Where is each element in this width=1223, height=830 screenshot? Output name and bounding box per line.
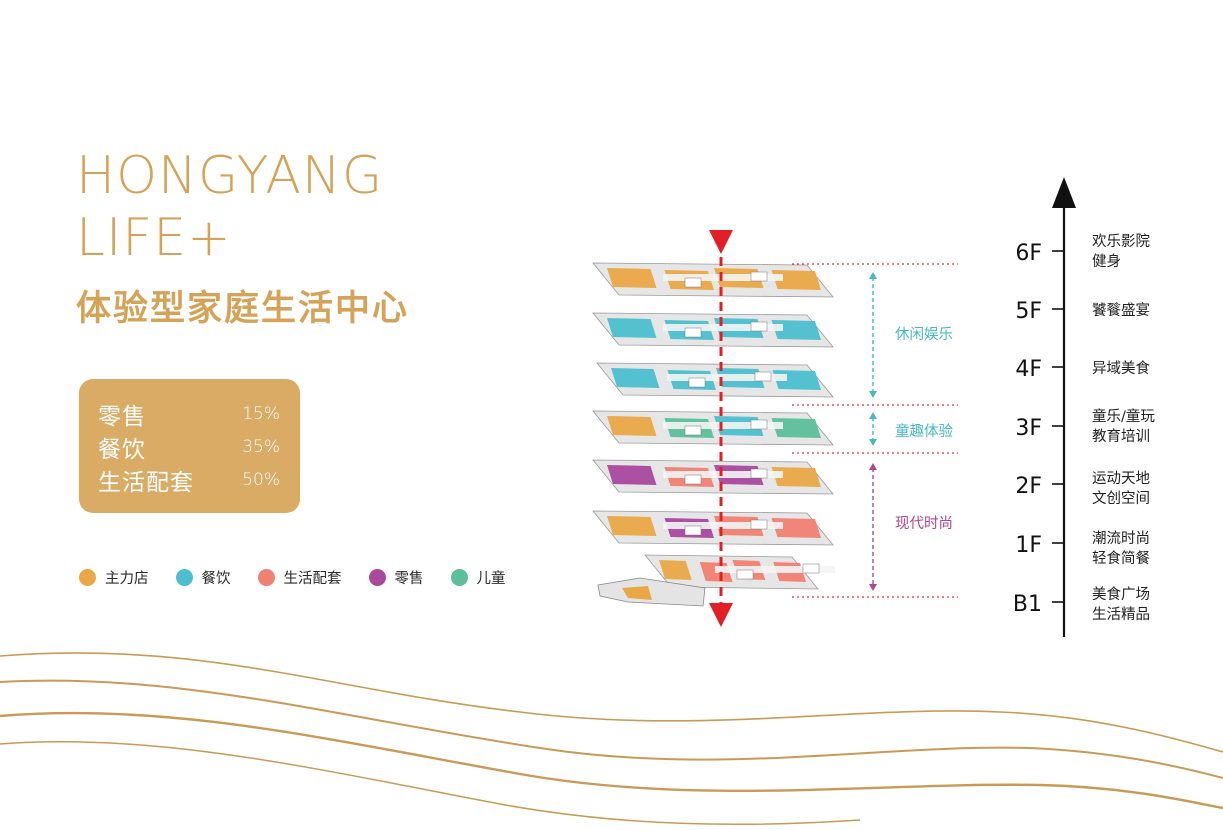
legend-label: 儿童 bbox=[476, 571, 506, 587]
zone-label-fashion: 现代时尚 bbox=[895, 515, 953, 532]
legend-label: 生活配套 bbox=[283, 571, 342, 587]
brand-title-line-2: LIFE+ bbox=[76, 208, 232, 268]
floor-plate bbox=[592, 262, 834, 298]
mix-value: 15% bbox=[242, 403, 280, 424]
zone-range-arrow bbox=[869, 463, 877, 591]
mix-label: 餐饮 bbox=[98, 436, 146, 463]
level-4f: 4F 异域美食 bbox=[1015, 357, 1150, 382]
floor-plates bbox=[592, 262, 835, 607]
level-desc: 潮流时尚 bbox=[1092, 530, 1150, 547]
level-desc: 欢乐影院 bbox=[1092, 233, 1150, 250]
level-2f: 2F 运动天地 文创空间 bbox=[1015, 470, 1150, 507]
floor-plate bbox=[592, 510, 834, 546]
zone-arrows bbox=[869, 272, 877, 591]
level-label: 4F bbox=[1015, 357, 1042, 382]
level-label: 5F bbox=[1015, 299, 1042, 324]
legend-item-anchor: 主力店 bbox=[79, 567, 149, 588]
level-label: 6F bbox=[1015, 241, 1042, 266]
legend-dot bbox=[450, 569, 468, 586]
level-desc: 饕餮盛宴 bbox=[1092, 301, 1150, 319]
level-desc: 教育培训 bbox=[1092, 428, 1150, 445]
decorative-waves bbox=[0, 652, 1223, 826]
up-arrow-icon bbox=[1052, 177, 1076, 208]
level-desc: 健身 bbox=[1092, 253, 1121, 270]
zone-label-kids: 童趣体验 bbox=[895, 422, 953, 440]
tagline: 体验型家庭生活中心 bbox=[76, 288, 410, 329]
level-label: 1F bbox=[1015, 533, 1042, 558]
level-label: 2F bbox=[1015, 474, 1042, 499]
level-desc: 生活精品 bbox=[1092, 606, 1150, 623]
floor-plate-b1 bbox=[597, 577, 706, 607]
level-1f: 1F 潮流时尚 轻食简餐 bbox=[1015, 530, 1150, 567]
floor-plate bbox=[592, 459, 834, 495]
tenant-mix-box: 零售 15% 餐饮 35% 生活配套 50% bbox=[79, 379, 300, 513]
mix-row-services: 生活配套 50% bbox=[98, 463, 280, 496]
floor-levels: 6F 欢乐影院 健身 5F 饕餮盛宴 4F 异域美食 3F 童乐/童玩 教育培训… bbox=[1013, 233, 1155, 623]
level-desc: 运动天地 bbox=[1092, 470, 1150, 487]
zone-range-arrow bbox=[869, 272, 877, 398]
level-6f: 6F 欢乐影院 健身 bbox=[1015, 233, 1150, 270]
legend-label: 餐饮 bbox=[201, 571, 231, 587]
level-desc: 异域美食 bbox=[1092, 360, 1150, 377]
mix-label: 零售 bbox=[98, 403, 146, 430]
legend-dot bbox=[368, 569, 386, 586]
floor-plate bbox=[592, 312, 834, 348]
level-desc: 美食广场 bbox=[1092, 586, 1150, 603]
legend-item-dining: 餐饮 bbox=[175, 567, 231, 588]
level-b1: B1 美食广场 生活精品 bbox=[1013, 586, 1150, 623]
legend-item-services: 生活配套 bbox=[257, 567, 342, 588]
mix-row-retail: 零售 15% bbox=[98, 397, 280, 430]
level-5f: 5F 饕餮盛宴 bbox=[1015, 299, 1150, 324]
mix-value: 50% bbox=[242, 469, 280, 490]
legend-item-retail: 零售 bbox=[368, 567, 424, 588]
brand-title-line-1: HONGYANG bbox=[76, 146, 384, 206]
level-label: B1 bbox=[1013, 592, 1042, 617]
level-desc: 童乐/童玩 bbox=[1092, 407, 1155, 425]
legend: 主力店 餐饮 生活配套 零售 儿童 bbox=[79, 567, 533, 588]
mix-label: 生活配套 bbox=[98, 469, 194, 496]
mix-row-dining: 餐饮 35% bbox=[98, 430, 280, 463]
zone-label-leisure: 休闲娱乐 bbox=[895, 326, 953, 343]
legend-dot bbox=[257, 569, 275, 586]
legend-dot bbox=[79, 569, 96, 586]
legend-label: 零售 bbox=[394, 571, 424, 587]
mix-value: 35% bbox=[242, 436, 280, 457]
level-label: 3F bbox=[1015, 416, 1042, 441]
legend-dot bbox=[175, 569, 193, 586]
legend-label: 主力店 bbox=[105, 571, 149, 587]
level-desc: 轻食简餐 bbox=[1092, 550, 1150, 567]
legend-item-kids: 儿童 bbox=[450, 567, 506, 588]
floor-plate bbox=[592, 410, 834, 446]
zone-range-arrow bbox=[869, 412, 877, 446]
floor-plate bbox=[596, 362, 834, 398]
level-3f: 3F 童乐/童玩 教育培训 bbox=[1015, 407, 1155, 445]
level-desc: 文创空间 bbox=[1092, 490, 1150, 507]
